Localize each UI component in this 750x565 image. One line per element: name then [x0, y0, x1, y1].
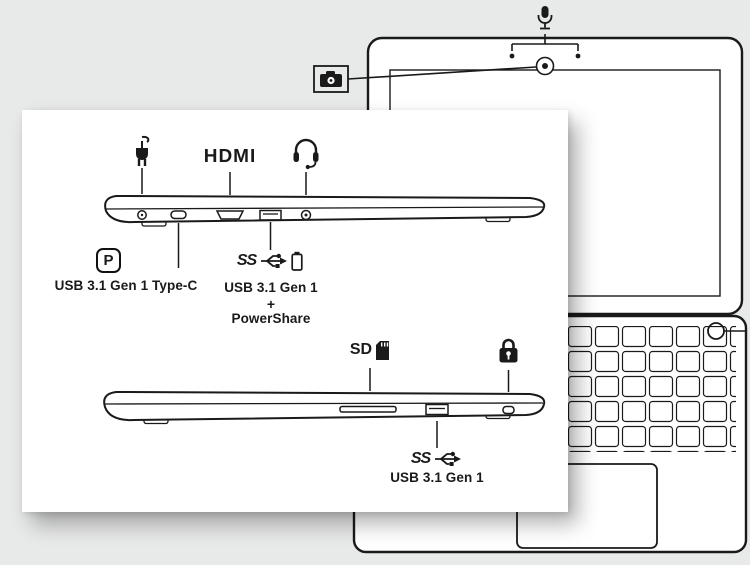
usb-trident-icon [435, 451, 462, 466]
power-port [137, 210, 147, 220]
right-side-profile [103, 368, 546, 448]
power-plug-icon [126, 134, 158, 170]
displayport-icon: P [96, 248, 121, 273]
usb-trident-icon [261, 253, 288, 268]
leader-lines-bottom [369, 368, 510, 448]
superspeed-ss-text: SS [236, 252, 257, 269]
powershare-battery-icon [291, 251, 303, 271]
security-lock-slot [502, 405, 515, 415]
usb-powershare-label-plus: + [266, 296, 276, 312]
usb-a-port-right [425, 403, 449, 416]
sd-card-slot [339, 405, 397, 413]
hdmi-logo: HDMI [203, 146, 257, 167]
sd-card-callout: SD [342, 338, 398, 362]
side-views-linework [103, 168, 546, 448]
hdmi-port [215, 210, 245, 220]
superspeed-usb-icon: SS [394, 448, 480, 470]
sd-card-icon [376, 340, 390, 360]
superspeed-ss-text-bottom: SS [410, 450, 431, 467]
superspeed-powershare-icon: SS [222, 250, 318, 272]
usb-a-port-left [259, 209, 282, 221]
power-button-callout [707, 322, 746, 340]
usb-powershare-label-line1: USB 3.1 Gen 1 [224, 280, 318, 295]
usb-c-port [170, 210, 187, 220]
ports-detail-panel: HDMI P USB 3.1 Gen 1 Type-C SS [22, 110, 568, 512]
displayport-letter: P [103, 252, 114, 269]
headset-icon [289, 134, 323, 172]
microphone-icon [533, 4, 557, 34]
microphone-callout-lines [509, 34, 581, 59]
webcam-lens-circle [535, 56, 555, 76]
camera-icon [318, 70, 344, 88]
security-lock-icon [495, 336, 522, 366]
leader-lines-top [141, 168, 307, 268]
left-side-profile [104, 168, 546, 268]
usb-a-port-label: USB 3.1 Gen 1 [390, 470, 484, 485]
headset-jack [300, 209, 312, 221]
usb-powershare-label-line2: PowerShare [231, 311, 311, 326]
usb-c-port-label: USB 3.1 Gen 1 Type-C [54, 278, 198, 293]
sd-label: SD [349, 341, 373, 358]
